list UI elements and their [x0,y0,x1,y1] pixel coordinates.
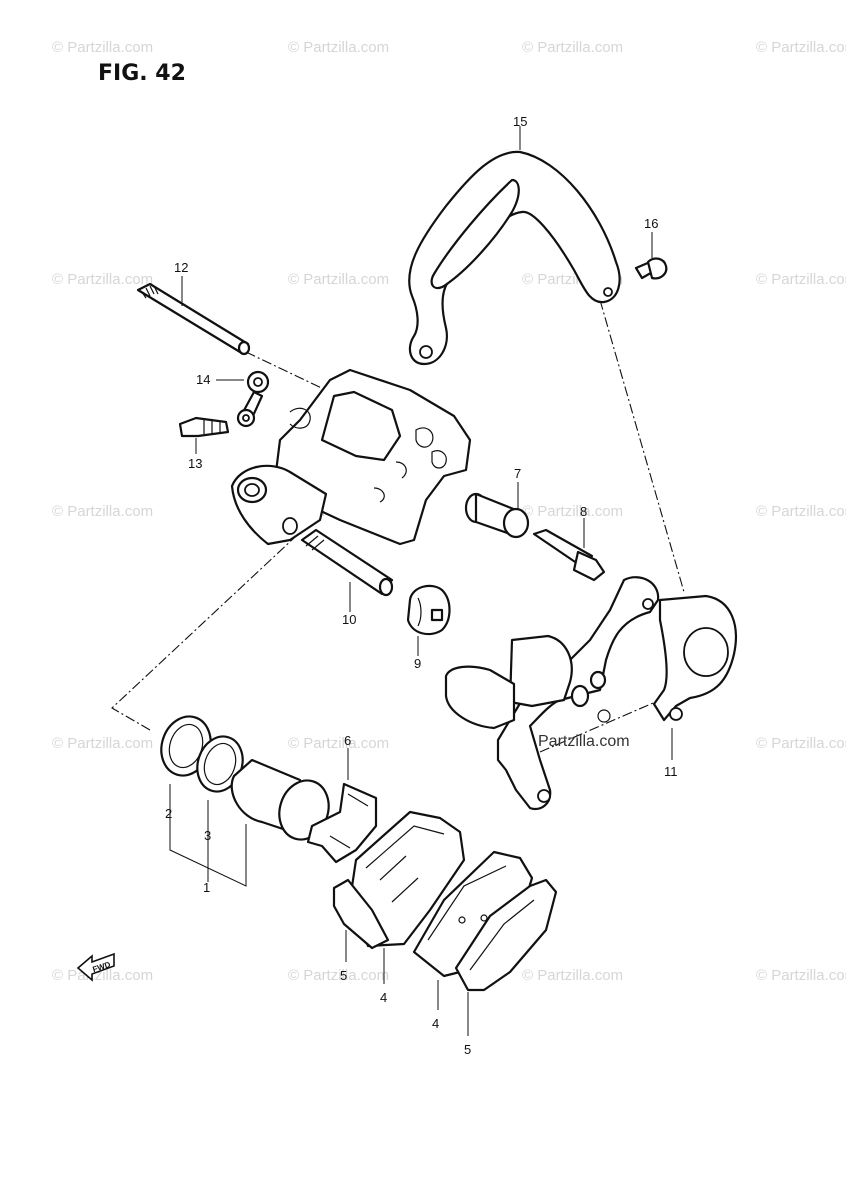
watermark: © Partzilla.com [288,39,389,56]
watermark: © Partzilla.com [756,967,846,984]
callout-14: 14 [196,372,210,387]
watermark-grid: © Partzilla.com © Partzilla.com © Partzi… [52,39,846,984]
callout-9: 9 [414,656,421,671]
watermark: © Partzilla.com [288,967,389,984]
watermark: © Partzilla.com [756,271,846,288]
clip-14 [216,370,270,428]
caliper-body [230,368,472,546]
watermark: © Partzilla.com [756,503,846,520]
watermark: © Partzilla.com [522,967,623,984]
callout-11: 11 [664,764,678,779]
figure-title: FIG. 42 [98,61,186,86]
watermark: Partzilla.com [538,733,630,750]
slide-pin-10 [300,528,394,612]
callout-13: 13 [188,456,202,471]
shim-5b [454,878,558,992]
callout-5: 5 [340,968,347,983]
bolt-16 [634,232,668,280]
callout-1: 1 [203,880,210,895]
watermark: © Partzilla.com [522,503,623,520]
shim-6 [306,748,378,864]
callout-2: 2 [165,806,172,821]
boot-9 [406,584,451,656]
callout-3: 3 [204,828,211,843]
pin-12 [136,276,251,356]
callout-8: 8 [580,504,587,519]
watermark: © Partzilla.com [756,39,846,56]
caliper-bracket-guard [408,150,621,366]
callout-6: 6 [344,733,351,748]
shim-5a [332,878,390,950]
callout-12: 12 [174,260,188,275]
bleeder-screw-13 [178,416,230,454]
caliper-holder-11 [444,576,737,811]
watermark: © Partzilla.com [288,271,389,288]
leader-lines [169,126,521,1036]
callout-5: 5 [464,1042,471,1057]
watermark: © Partzilla.com [522,39,623,56]
bolt-8 [532,518,606,582]
dust-seal-3 [196,735,244,793]
callout-15: 15 [513,114,527,129]
watermark: © Partzilla.com [52,39,153,56]
callout-4: 4 [380,990,387,1005]
callout-7: 7 [514,466,521,481]
watermark: © Partzilla.com [756,735,846,752]
watermark: © Partzilla.com [52,271,153,288]
sleeve-7 [464,482,530,539]
watermark: © Partzilla.com [288,735,389,752]
callout-10: 10 [342,612,356,627]
watermark: © Partzilla.com [52,967,153,984]
callout-4: 4 [432,1016,439,1031]
callout-labels: 1 2 3 4 4 5 5 6 7 8 9 10 11 12 13 14 15 … [165,114,678,1057]
assembly-lines [111,299,685,753]
callout-16: 16 [644,216,658,231]
watermark: © Partzilla.com [52,735,153,752]
watermark: © Partzilla.com [52,503,153,520]
